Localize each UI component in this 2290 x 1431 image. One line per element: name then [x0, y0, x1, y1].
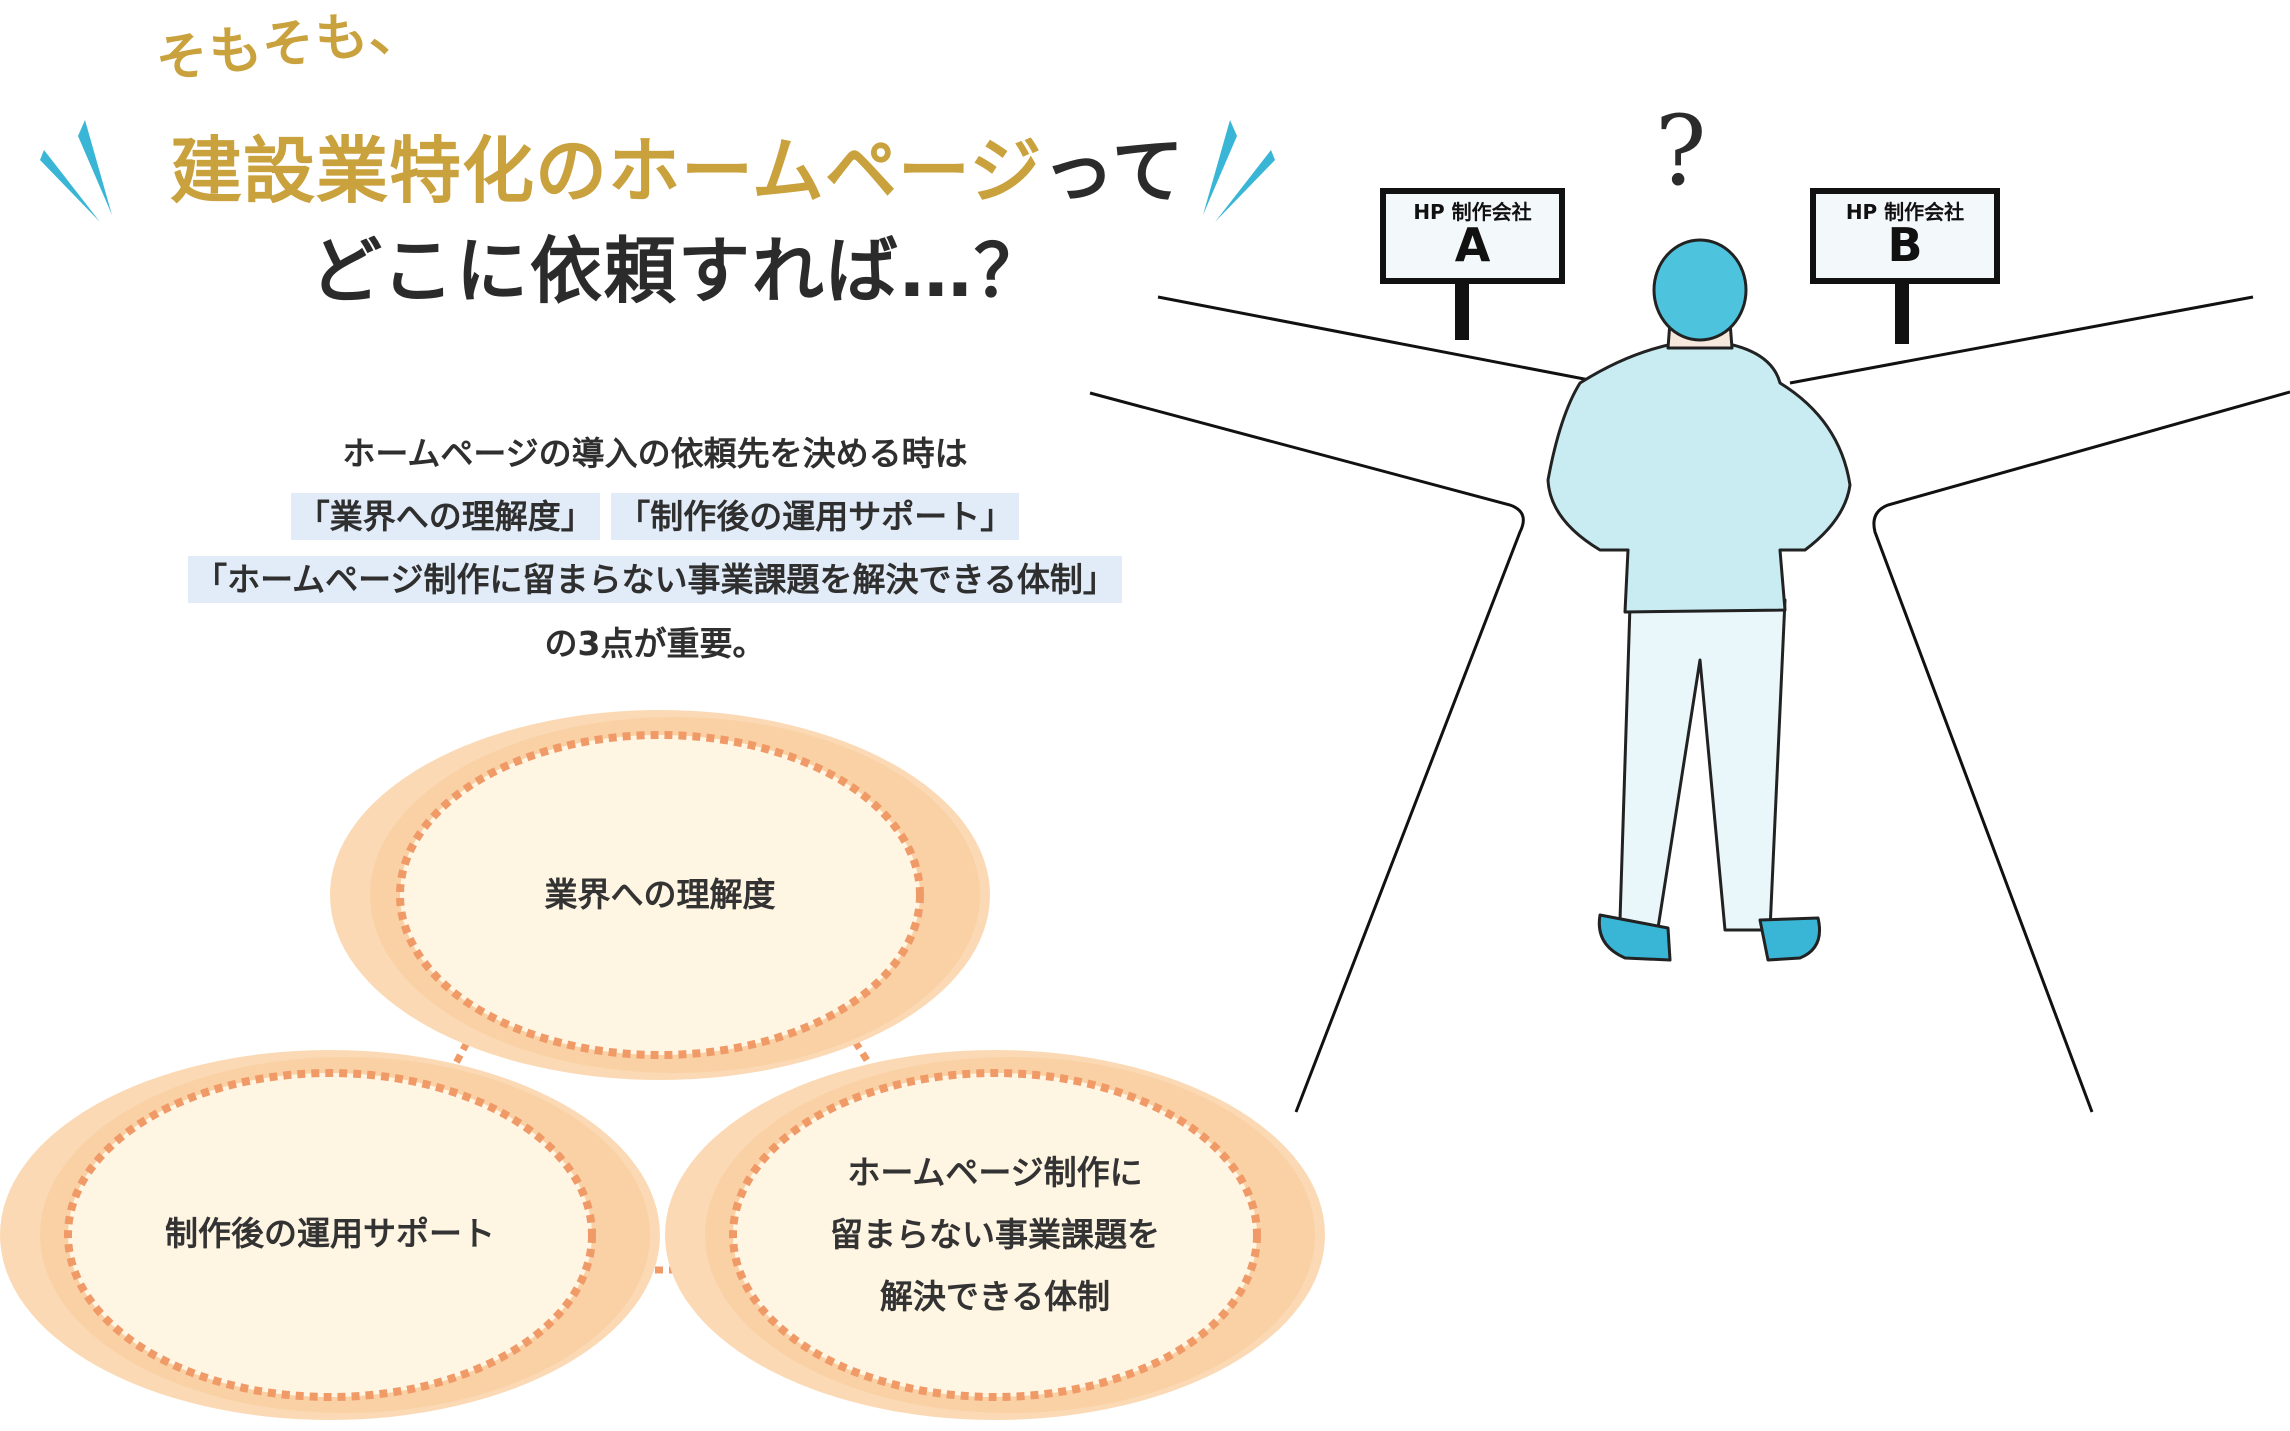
- venn-connector-right: [837, 1016, 873, 1067]
- page-title-line1: 建設業特化のホームページって: [170, 112, 1185, 217]
- question-mark: ?: [1655, 95, 1707, 207]
- sign-b-company: HP 制作会社: [1845, 200, 1965, 224]
- venn-circle-right: [665, 1050, 1325, 1420]
- road-lines: [1089, 295, 2290, 1113]
- venn-circle-top: [330, 710, 990, 1080]
- title-highlight: 建設業特化のホームページ: [170, 129, 1043, 213]
- title-rest: って: [1042, 129, 1185, 213]
- sign-b: [1810, 188, 2000, 344]
- sign-a-letter: A: [1454, 218, 1491, 272]
- sign-b-letter: B: [1887, 218, 1923, 272]
- crossroads-illustration: [1089, 188, 2290, 1113]
- kicker-text: そもそも、: [152, 0, 426, 92]
- page-title-line2: どこに依頼すれば…？: [310, 229, 1048, 313]
- highlight-operation-support: 「制作後の運用サポート」: [611, 493, 1020, 540]
- venn-circle-left: [0, 1050, 660, 1420]
- venn-label-right-line3: 解決できる体制: [879, 1277, 1111, 1316]
- venn-label-right-line1: ホームページ制作に: [847, 1153, 1143, 1192]
- venn-diagram: [0, 710, 1325, 1420]
- highlight-industry-understanding: 「業界への理解度」: [290, 493, 600, 540]
- sign-a: [1380, 188, 1565, 340]
- venn-label-right-line2: 留まらない事業課題を: [830, 1215, 1160, 1254]
- emphasis-lines-right-icon: [1203, 120, 1275, 222]
- venn-label-top: 業界への理解度: [544, 875, 776, 914]
- sign-a-company: HP 制作会社: [1413, 200, 1532, 224]
- venn-connector-left: [451, 1016, 484, 1067]
- intro-line2: 「業界への理解度」 「制作後の運用サポート」: [150, 490, 1160, 540]
- emphasis-lines-left-icon: [40, 120, 112, 222]
- venn-label-left: 制作後の運用サポート: [165, 1214, 495, 1253]
- intro-line1: ホームページの導入の依頼先を決める時は: [342, 434, 968, 473]
- highlight-business-solutions: 「ホームページ制作に留まらない事業課題を解決できる体制」: [188, 556, 1122, 603]
- intro-line3: 「ホームページ制作に留まらない事業課題を解決できる体制」: [150, 553, 1160, 603]
- person-figure: [1546, 238, 1852, 962]
- venn-label-right: ホームページ制作に 留まらない事業課題を 解決できる体制: [765, 1142, 1225, 1328]
- intro-line4: の3点が重要。: [544, 624, 766, 663]
